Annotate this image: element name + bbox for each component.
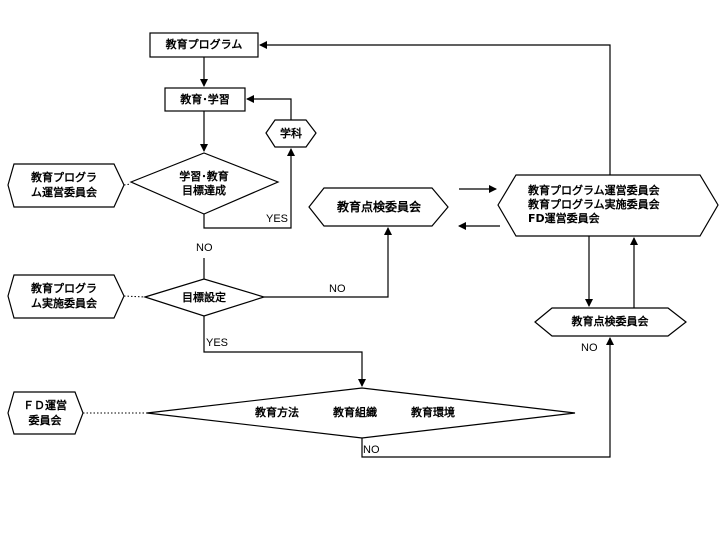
dotted-committee1-to-decision: [123, 183, 132, 186]
goal-decision-line-1: 学習･教育: [179, 170, 229, 183]
edu-learning-box: [164, 87, 246, 112]
no-bottom-label: NO: [363, 444, 380, 456]
arrow-dept-to-edu: [246, 95, 292, 120]
review-center-label: 教育点検委員会: [336, 200, 421, 214]
arrow-right-to-program: [259, 41, 611, 175]
bottom-hexagon: [146, 387, 576, 439]
no-review-right-label: NO: [581, 342, 598, 354]
right-committee-line-1: 教育プログラム運営委員会: [528, 184, 660, 197]
review-center-hexagon: [308, 187, 449, 227]
program-label: 教育プログラム: [165, 38, 243, 51]
left-committee-3-line-2: 委員会: [28, 414, 62, 427]
no-setting-label: NO: [329, 283, 346, 295]
right-committee-line-3: FD運営委員会: [528, 212, 600, 225]
arrow-setting-yes-to-bottom: [203, 316, 366, 387]
arrow-yes-to-dept: [203, 148, 295, 229]
no-goal-label: NO: [196, 242, 213, 254]
left-committee-2-line-1: 教育プログラ: [31, 282, 97, 295]
review-right-hexagon: [534, 307, 687, 337]
left-committee-3-line-1: ＦＤ運営: [23, 399, 67, 412]
edu-learning-label: 教育･学習: [180, 93, 230, 106]
dept-label: 学科: [280, 127, 302, 140]
goal-setting-label: 目標設定: [182, 291, 226, 304]
arrow-bottom-no-to-review-right: [361, 337, 614, 458]
dotted-committee2-to-setting: [123, 295, 146, 298]
bottom-item-environment: 教育環境: [411, 406, 455, 419]
yes-setting-label: YES: [206, 337, 229, 349]
bottom-item-method: 教育方法: [255, 406, 299, 419]
goal-decision-line-2: 目標達成: [182, 184, 226, 197]
right-committees-hexagon: [497, 174, 719, 237]
yes-goal-label: YES: [266, 213, 289, 225]
dept-hexagon: [265, 119, 317, 148]
right-committee-line-2: 教育プログラム実施委員会: [528, 198, 660, 211]
bottom-item-organization: 教育組織: [333, 406, 377, 419]
program-box: [149, 32, 259, 58]
left-committee-2-line-2: ム実施委員会: [31, 297, 97, 310]
review-right-label: 教育点検委員会: [571, 315, 649, 328]
left-committee-1-line-1: 教育プログラ: [31, 171, 97, 184]
left-committee-1-line-2: ム運営委員会: [31, 186, 97, 199]
goal-decision-diamond: [129, 152, 280, 215]
arrow-setting-no-to-review: [264, 227, 392, 298]
